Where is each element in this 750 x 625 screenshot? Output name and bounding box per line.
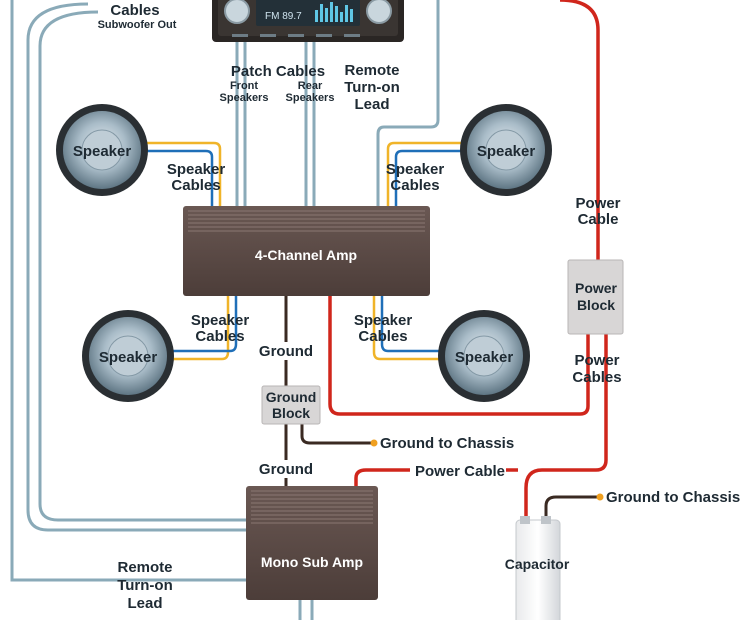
power-cable-to-cap (524, 332, 608, 522)
remote-lead-top-label-2: Turn-on (344, 79, 400, 96)
ground-to-chassis-cable-2 (544, 495, 598, 522)
head-unit-rca-jacks (232, 34, 360, 37)
power-cable-top-label-1: Power (575, 195, 620, 212)
speaker-wire-br-yellow (372, 296, 440, 361)
speaker-cables-tl-label-1: Speaker (167, 161, 226, 178)
chassis-terminal-2 (596, 493, 604, 501)
power-cable-top-label-2: Cable (578, 211, 619, 228)
speaker-wire-tl-yellow (138, 141, 222, 208)
four-channel-amp: 4-Channel Amp (183, 206, 430, 296)
speaker-cables-br-label-2: Cables (358, 328, 407, 345)
remote-lead-top-label-1: Remote (344, 62, 399, 79)
subwoofer-out-label: Subwoofer Out (98, 19, 177, 31)
speaker-wire-bl-blue (166, 296, 238, 353)
speaker-bottom-right-label: Speaker (455, 349, 514, 366)
ground-block: Ground Block (261, 385, 321, 425)
rear-speakers-label-1: Rear (298, 80, 323, 92)
ground-top-label: Ground (259, 343, 313, 360)
patch-cables-label: Patch Cables (231, 63, 325, 80)
subwoofer-cable-1 (26, 2, 246, 532)
remote-lead-bottom-label-3: Lead (127, 595, 162, 612)
power-cable-to-sub (354, 468, 410, 488)
remote-lead-bottom-label-2: Turn-on (117, 577, 173, 594)
power-block: Power Block (567, 259, 624, 335)
speaker-wires (138, 141, 470, 361)
mono-sub-amp: Mono Sub Amp (246, 486, 378, 600)
head-unit-right-knob[interactable] (366, 0, 392, 24)
remote-lead-top-label-3: Lead (354, 96, 389, 113)
power-cable-mid-label: Power Cable (415, 463, 505, 480)
front-speakers-label-2: Speakers (220, 92, 269, 104)
speaker-cables-tl-label-2: Cables (171, 177, 220, 194)
signal-cables (10, 0, 440, 620)
cables-label: Cables (110, 2, 159, 19)
ground-bottom-label: Ground (259, 461, 313, 478)
ground-to-chassis-label-2: Ground to Chassis (606, 489, 740, 506)
head-unit-display (256, 0, 360, 26)
speaker-cables-bl-label-1: Speaker (191, 312, 250, 329)
four-channel-amp-label: 4-Channel Amp (255, 247, 357, 263)
speaker-wire-tl-blue (138, 149, 214, 208)
ground-cables (284, 296, 598, 522)
remote-lead-top-cable (376, 0, 440, 208)
main-power-cable (559, 0, 600, 262)
power-block-label-2: Block (577, 297, 615, 313)
ground-block-label-2: Block (272, 405, 310, 421)
speaker-top-left-label: Speaker (73, 143, 132, 160)
capacitor-label: Capacitor (505, 556, 570, 572)
head-unit: FM 89.7 (212, 0, 404, 42)
speaker-top-right-label: Speaker (477, 143, 536, 160)
power-cables-label-1: Power (574, 352, 619, 369)
speaker-cables-br-label-1: Speaker (354, 312, 413, 329)
power-cables (328, 0, 608, 522)
remote-lead-outer-cable (10, 0, 246, 582)
diagram-labels: Cables Subwoofer Out Patch Cables Front … (98, 2, 741, 612)
speaker-bottom-right: Speaker (438, 310, 530, 402)
front-speakers-label-1: Front (230, 80, 258, 92)
ground-to-chassis-cable-1 (300, 424, 372, 445)
speaker-wire-br-blue (380, 296, 440, 353)
head-unit-left-knob[interactable] (224, 0, 250, 24)
subwoofer-cable-2 (38, 10, 246, 522)
rear-speakers-label-2: Speakers (286, 92, 335, 104)
speaker-cables-tr-label-1: Speaker (386, 161, 445, 178)
speaker-bottom-left-label: Speaker (99, 349, 158, 366)
remote-lead-bottom-label-1: Remote (117, 559, 172, 576)
chassis-terminal-1 (370, 439, 378, 447)
mono-sub-amp-label: Mono Sub Amp (261, 554, 363, 570)
speaker-top-right: Speaker (460, 104, 552, 196)
speaker-cables-tr-label-2: Cables (390, 177, 439, 194)
power-block-label-1: Power (575, 280, 618, 296)
speaker-cables-bl-label-2: Cables (195, 328, 244, 345)
power-cable-to-4ch (328, 296, 590, 416)
speaker-top-left: Speaker (56, 104, 148, 196)
equalizer-bars-icon (315, 2, 353, 22)
ground-to-chassis-label-1: Ground to Chassis (380, 435, 514, 452)
speaker-bottom-left: Speaker (82, 310, 174, 402)
head-unit-frequency: FM 89.7 (265, 11, 302, 22)
capacitor: Capacitor (505, 516, 570, 625)
power-cables-label-2: Cables (572, 369, 621, 386)
speaker-wire-tr-blue (394, 149, 470, 208)
ground-block-label-1: Ground (266, 389, 317, 405)
speaker-wire-tr-yellow (386, 141, 470, 208)
